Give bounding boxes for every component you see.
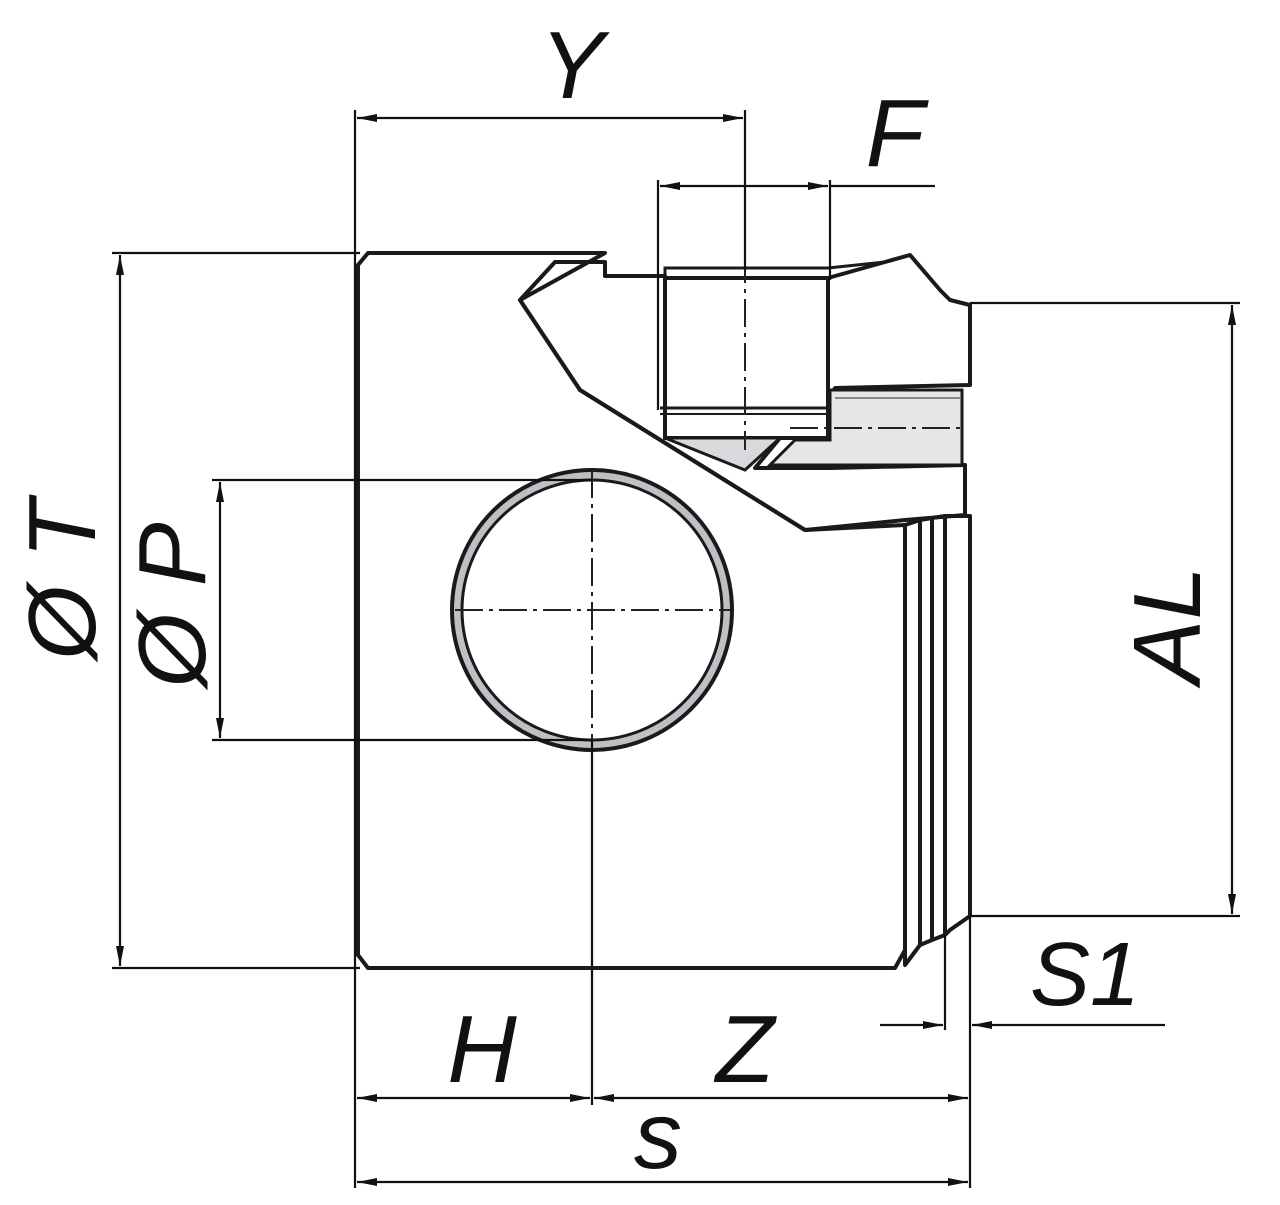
label-p: Ø P	[119, 522, 226, 690]
label-y: Y	[540, 12, 610, 119]
label-s1: S1	[1030, 925, 1140, 1025]
section-cut-hatched	[518, 260, 967, 532]
cross-passage	[766, 388, 964, 467]
extension-lines	[112, 110, 1240, 1188]
label-t: Ø T	[9, 494, 116, 663]
label-s: s	[634, 1082, 682, 1189]
label-f: F	[866, 80, 930, 187]
label-al: AL	[1114, 566, 1221, 688]
label-z: Z	[714, 996, 778, 1103]
section-cut-hatched-right	[826, 253, 972, 402]
label-h: H	[447, 996, 517, 1103]
threaded-end	[903, 514, 972, 967]
